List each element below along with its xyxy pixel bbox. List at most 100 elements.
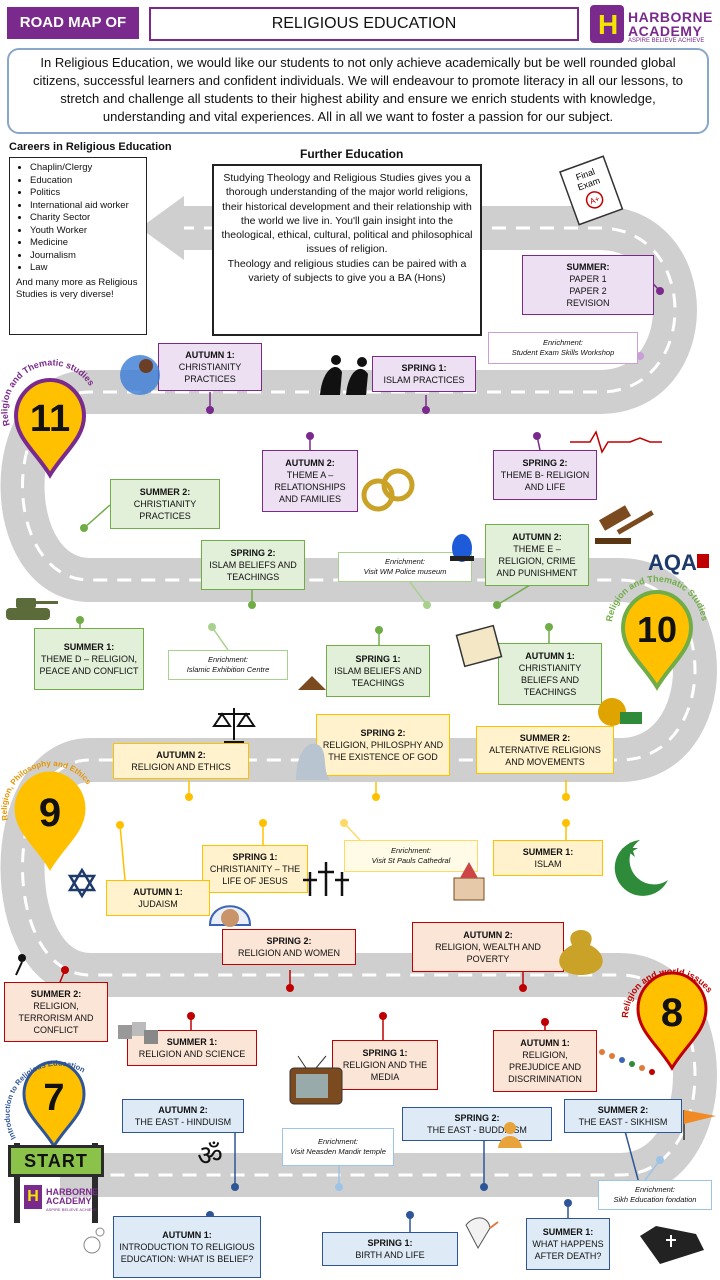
milestone-summer-y11: SUMMER:PAPER 1 PAPER 2 REVISION xyxy=(522,255,654,315)
gavel-icon xyxy=(595,505,654,544)
bible-icon xyxy=(455,624,503,668)
sikh-flag-icon xyxy=(683,1110,716,1140)
career-item: Education xyxy=(30,175,142,188)
praying-figures-icon xyxy=(320,355,368,395)
aqa-logo: AQA xyxy=(648,550,697,575)
page-title: RELIGIOUS EDUCATION xyxy=(149,7,579,41)
year-number-8: 8 xyxy=(661,991,683,1035)
enrichment-st-pauls: Enrichment:Visit St Pauls Cathedral xyxy=(344,840,478,872)
milestone-summer2-y7: SUMMER 2:THE EAST - SIKHISM xyxy=(564,1099,682,1133)
baptism-icon xyxy=(120,355,160,395)
year-pin-8: 8 xyxy=(636,971,708,1071)
three-crosses-icon xyxy=(303,862,349,896)
further-education-para1: Studying Theology and Religious Studies … xyxy=(221,172,473,256)
logo-line1: HARBORNE xyxy=(628,9,713,25)
enrichment-islamic-exhibition: Enrichment:Islamic Exhibition Centre xyxy=(168,650,288,680)
scales-icon xyxy=(212,708,256,743)
start-post-right xyxy=(92,1143,98,1223)
further-education-box: Studying Theology and Religious Studies … xyxy=(212,164,482,336)
enrichment-police-museum: Enrichment:Visit WM Police museum xyxy=(338,552,472,582)
further-education-para2: Theology and religious studies can be pa… xyxy=(227,257,467,285)
lion-icon xyxy=(598,698,642,726)
harborne-logo: H HARBORNE ACADEMY ASPIRE BELIEVE ACHIEV… xyxy=(590,5,715,45)
milestone-spring2-y11: SPRING 2:THEME B- RELIGION AND LIFE xyxy=(493,450,597,500)
milestone-autumn1-y7: AUTUMN 1:INTRODUCTION TO RELIGIOUS EDUCA… xyxy=(113,1216,261,1278)
start-sign: START xyxy=(8,1145,104,1177)
mother-teresa-icon xyxy=(208,905,252,927)
career-item: Politics xyxy=(30,187,142,200)
milestone-summer1-y7: SUMMER 1:WHAT HAPPENS AFTER DEATH? xyxy=(526,1218,610,1270)
milestone-autumn1-y11: AUTUMN 1:CHRISTIANITY PRACTICES xyxy=(158,343,262,391)
conflict-icon xyxy=(15,954,26,976)
milestone-spring2-y7: SPRING 2:THE EAST - BUDDHISM xyxy=(402,1107,552,1141)
milestone-spring2-y8: SPRING 2:RELIGION AND WOMEN xyxy=(222,929,356,965)
cathedral-icon xyxy=(453,862,485,901)
police-light-icon xyxy=(450,534,474,562)
star-of-david-icon xyxy=(67,867,97,899)
year-number-9: 9 xyxy=(39,791,61,835)
career-item: Medicine xyxy=(30,237,142,250)
career-item: Law xyxy=(30,262,142,275)
money-bag-icon xyxy=(559,930,603,975)
aqa-logo-mark xyxy=(697,554,709,568)
intro-text: In Religious Education, we would like ou… xyxy=(7,48,709,134)
year-number-7: 7 xyxy=(43,1077,64,1119)
om-icon: ॐ xyxy=(197,1139,223,1172)
thought-bubble-icon xyxy=(83,1227,105,1254)
enrichment-neasden-mandir: Enrichment:Visit Neasden Mandir temple xyxy=(282,1128,394,1166)
milestone-spring1-y7: SPRING 1:BIRTH AND LIFE xyxy=(322,1232,458,1266)
header-tag: ROAD MAP OF xyxy=(7,7,139,39)
svg-text:A+: A+ xyxy=(589,194,602,206)
career-item: International aid worker xyxy=(30,200,142,213)
mosque-icon xyxy=(614,840,668,896)
milestone-spring1-y9: SPRING 1:CHRISTIANITY – THE LIFE OF JESU… xyxy=(202,845,308,893)
television-icon xyxy=(289,1055,343,1105)
milestone-autumn2-y7: AUTUMN 2:THE EAST - HINDUISM xyxy=(122,1099,244,1133)
year-pin-10: 10 xyxy=(620,589,694,691)
buddha-icon xyxy=(498,1122,522,1148)
heartbeat-icon xyxy=(570,430,662,454)
careers-more: And many more as Religious Studies is ve… xyxy=(16,276,138,301)
further-education-title: Further Education xyxy=(300,147,404,161)
wedding-rings-icon xyxy=(361,468,415,512)
milestone-summer2-y10: SUMMER 2:CHRISTIANITY PRACTICES xyxy=(110,479,220,529)
milestone-spring1-y11: SPRING 1:ISLAM PRACTICES xyxy=(372,356,476,392)
quran-stand-icon xyxy=(298,676,326,690)
year-pin-11: 11 xyxy=(13,377,87,479)
career-item: Youth Worker xyxy=(30,225,142,238)
milestone-summer2-y9: SUMMER 2:ALTERNATIVE RELIGIONS AND MOVEM… xyxy=(476,726,614,774)
milestone-summer2-y8: SUMMER 2:RELIGION, TERRORISM AND CONFLIC… xyxy=(4,982,108,1042)
milestone-autumn2-y8: AUTUMN 2:RELIGION, WEALTH AND POVERTY xyxy=(412,922,564,972)
logo-mark: H xyxy=(590,5,624,43)
milestone-summer1-y10: SUMMER 1:THEME D – RELIGION, PEACE AND C… xyxy=(34,628,144,690)
milestone-spring1-y8: SPRING 1:RELIGION AND THE MEDIA xyxy=(332,1040,438,1090)
career-item: Chaplin/Clergy xyxy=(30,162,142,175)
milestone-autumn1-y10: AUTUMN 1:CHRISTIANITY BELIEFS AND TEACHI… xyxy=(498,643,602,705)
year-number-11: 11 xyxy=(30,398,70,440)
milestone-autumn1-y8: AUTUMN 1:RELIGION, PREJUDICE AND DISCRIM… xyxy=(493,1030,597,1092)
enrichment-exam-workshop: Enrichment:Student Exam Skills Workshop xyxy=(488,332,638,364)
year-pin-7: 7 xyxy=(22,1060,86,1149)
milestone-spring1-y10: SPRING 1:ISLAM BELIEFS AND TEACHINGS xyxy=(326,645,430,697)
start-post-left xyxy=(14,1143,20,1223)
milestone-autumn2-y11: AUTUMN 2:THEME A – RELATIONSHIPS AND FAM… xyxy=(262,450,358,512)
enrichment-sikh-education: Enrichment:Sikh Education fondation xyxy=(598,1180,712,1210)
coffin-icon xyxy=(640,1226,704,1264)
tank-icon xyxy=(6,598,58,620)
year-number-10: 10 xyxy=(637,609,677,650)
paper-chain-people-icon xyxy=(599,1049,655,1075)
harborne-logo-bottom: H HARBORNE ACADEMY ASPIRE BELIEVE ACHIEV… xyxy=(24,1185,112,1217)
logo-line2: ACADEMY xyxy=(628,23,703,39)
career-item: Charity Sector xyxy=(30,212,142,225)
milestone-autumn2-y9: AUTUMN 2:RELIGION AND ETHICS xyxy=(113,743,249,779)
careers-box: Chaplin/Clergy Education Politics Intern… xyxy=(9,157,147,335)
puzzle-icon xyxy=(118,1022,158,1044)
careers-title: Careers in Religious Education xyxy=(9,141,172,153)
career-item: Journalism xyxy=(30,250,142,263)
stork-icon xyxy=(465,1217,499,1250)
year-pin-9: 9 xyxy=(14,771,86,871)
milestone-autumn2-y10: AUTUMN 2:THEME E – RELIGION, CRIME AND P… xyxy=(485,524,589,586)
